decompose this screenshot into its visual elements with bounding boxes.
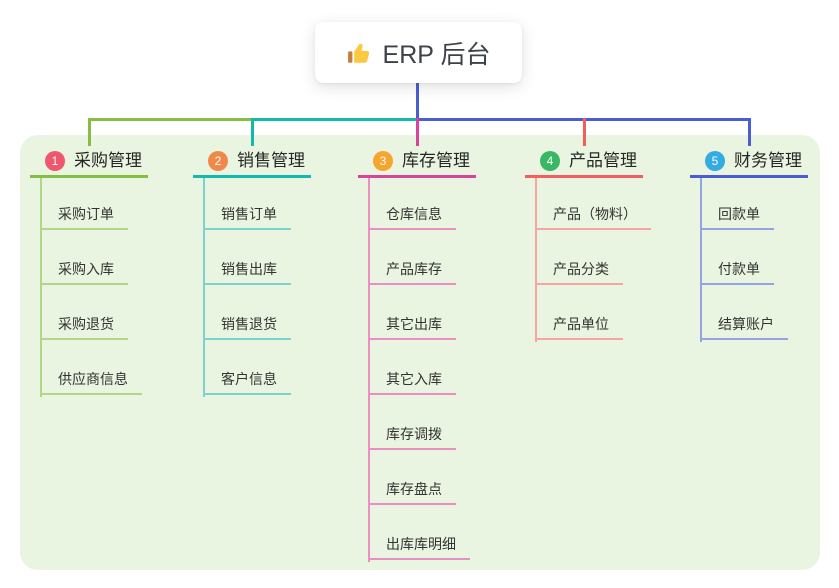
branch-drop-line-1 <box>88 118 91 146</box>
child-node-row: 销售订单 <box>193 178 343 230</box>
child-node-row: 产品单位 <box>525 285 675 340</box>
child-node-row: 供应商信息 <box>30 340 180 395</box>
child-node[interactable]: 其它入库 <box>368 370 456 395</box>
child-node[interactable]: 供应商信息 <box>40 370 142 395</box>
child-node-row: 结算账户 <box>690 285 839 340</box>
branch-children: 仓库信息产品库存其它出库其它入库库存调拨库存盘点出库库明细 <box>358 178 508 560</box>
branch-children: 采购订单采购入库采购退货供应商信息 <box>30 178 180 395</box>
bus-segment-2 <box>251 118 416 121</box>
child-node-row: 库存盘点 <box>358 450 508 505</box>
branch-drop-line-4 <box>583 118 586 146</box>
root-connector-line <box>416 83 419 118</box>
child-node-row: 客户信息 <box>193 340 343 395</box>
child-node[interactable]: 销售出库 <box>203 260 291 285</box>
child-node[interactable]: 库存调拨 <box>368 425 456 450</box>
branch-label: 财务管理 <box>734 151 802 170</box>
branch-index-badge: 3 <box>373 151 393 171</box>
child-node-row: 库存调拨 <box>358 395 508 450</box>
child-node[interactable]: 产品分类 <box>535 260 623 285</box>
branch-node-4[interactable]: 4 产品管理 <box>525 146 643 178</box>
child-node-row: 产品（物料） <box>525 178 675 230</box>
branch-drop-line-2 <box>251 118 254 146</box>
child-node[interactable]: 付款单 <box>700 260 774 285</box>
child-node[interactable]: 产品库存 <box>368 260 456 285</box>
child-node[interactable]: 采购入库 <box>40 260 128 285</box>
child-node-row: 付款单 <box>690 230 839 285</box>
child-node-row: 销售出库 <box>193 230 343 285</box>
child-node[interactable]: 采购订单 <box>40 205 128 230</box>
child-node-row: 其它出库 <box>358 285 508 340</box>
child-node-row: 其它入库 <box>358 340 508 395</box>
bus-segment-1 <box>88 118 251 121</box>
branch-node-2[interactable]: 2 销售管理 <box>193 146 311 178</box>
branch-2: 2 销售管理销售订单销售出库销售退货客户信息 <box>193 146 343 397</box>
branch-5: 5 财务管理回款单付款单结算账户 <box>690 146 839 342</box>
child-node[interactable]: 其它出库 <box>368 315 456 340</box>
branches-panel <box>20 135 820 570</box>
child-node[interactable]: 库存盘点 <box>368 480 456 505</box>
child-node[interactable]: 销售退货 <box>203 315 291 340</box>
branch-drop-line-5 <box>748 118 751 146</box>
child-node-row: 出库库明细 <box>358 505 508 560</box>
branch-label: 采购管理 <box>74 151 142 170</box>
child-node-row: 仓库信息 <box>358 178 508 230</box>
branch-trunk-line <box>700 178 702 342</box>
root-label: ERP 后台 <box>382 40 491 69</box>
child-node-row: 采购入库 <box>30 230 180 285</box>
child-node[interactable]: 出库库明细 <box>368 535 470 560</box>
branch-node-3[interactable]: 3 库存管理 <box>358 146 476 178</box>
branch-children: 销售订单销售出库销售退货客户信息 <box>193 178 343 395</box>
branch-trunk-line <box>535 178 537 342</box>
child-node-row: 产品分类 <box>525 230 675 285</box>
child-node[interactable]: 产品单位 <box>535 315 623 340</box>
branch-4: 4 产品管理产品（物料） 产品分类产品单位 <box>525 146 675 342</box>
branch-trunk-line <box>203 178 205 397</box>
child-node[interactable]: 回款单 <box>700 205 774 230</box>
branch-drop-line-3 <box>416 118 419 146</box>
child-node-row: 采购订单 <box>30 178 180 230</box>
child-node-row: 产品库存 <box>358 230 508 285</box>
branch-node-5[interactable]: 5 财务管理 <box>690 146 808 178</box>
branch-children: 回款单付款单结算账户 <box>690 178 839 340</box>
branch-trunk-line <box>368 178 370 562</box>
child-node[interactable]: 仓库信息 <box>368 205 456 230</box>
branch-index-badge: 2 <box>208 151 228 171</box>
branch-index-badge: 5 <box>705 151 725 171</box>
branch-node-1[interactable]: 1 采购管理 <box>30 146 148 178</box>
branch-children: 产品（物料） 产品分类产品单位 <box>525 178 675 340</box>
branch-label: 销售管理 <box>237 151 305 170</box>
branch-1: 1 采购管理采购订单采购入库采购退货供应商信息 <box>30 146 180 397</box>
child-node[interactable]: 采购退货 <box>40 315 128 340</box>
branch-label: 库存管理 <box>402 151 470 170</box>
child-node-row: 回款单 <box>690 178 839 230</box>
branch-label: 产品管理 <box>569 151 637 170</box>
child-node-row: 采购退货 <box>30 285 180 340</box>
branch-index-badge: 1 <box>45 151 65 171</box>
branch-index-badge: 4 <box>540 151 560 171</box>
child-node-row: 销售退货 <box>193 285 343 340</box>
branch-3: 3 库存管理仓库信息产品库存其它出库其它入库库存调拨库存盘点出库库明细 <box>358 146 508 562</box>
branch-trunk-line <box>40 178 42 397</box>
root-node[interactable]: ERP 后台 <box>315 22 522 83</box>
child-node[interactable]: 产品（物料） <box>535 205 651 230</box>
child-node[interactable]: 销售订单 <box>203 205 291 230</box>
child-node[interactable]: 客户信息 <box>203 370 291 395</box>
thumbs-up-icon <box>347 40 373 66</box>
child-node[interactable]: 结算账户 <box>700 315 788 340</box>
